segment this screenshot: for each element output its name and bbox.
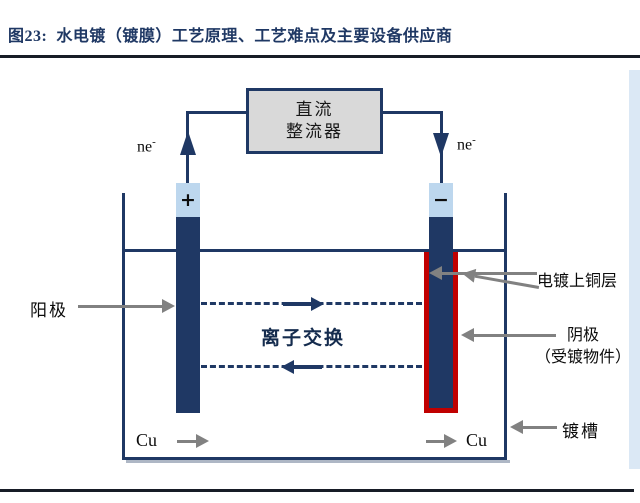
figure-number: 图23: bbox=[8, 28, 48, 45]
cathode-label: 阴极 （受镀物件） bbox=[527, 325, 639, 369]
cu-left-arrow-icon bbox=[177, 433, 209, 449]
anode-terminal-cap: + bbox=[176, 183, 200, 217]
ion-flow-right-arrow-icon bbox=[283, 296, 324, 312]
cu-label-left: Cu bbox=[136, 430, 158, 450]
electrolyte-level-line bbox=[122, 249, 507, 252]
cathode-terminal-cap: − bbox=[429, 183, 453, 217]
cathode-pointer-arrow-icon bbox=[461, 327, 556, 343]
rectifier-label-line2: 整流器 bbox=[286, 122, 343, 141]
electron-label-left: ne- bbox=[137, 136, 156, 156]
cu-label-right: Cu bbox=[466, 430, 488, 450]
wire-left-horizontal bbox=[186, 111, 248, 114]
copper-layer-arrow-icon bbox=[429, 265, 537, 281]
tank-pointer-arrow-icon bbox=[510, 419, 557, 435]
figure-title-text: 水电镀（镀膜）工艺原理、工艺难点及主要设备供应商 bbox=[56, 28, 453, 45]
anode-pointer-arrow-icon bbox=[78, 298, 175, 314]
dc-rectifier-box: 直流 整流器 bbox=[246, 88, 383, 154]
electron-up-arrow-icon bbox=[180, 131, 196, 155]
electron-label-right: ne- bbox=[457, 134, 476, 154]
bottom-divider bbox=[0, 489, 634, 492]
electron-down-arrow-icon bbox=[433, 133, 449, 157]
cu-right-arrow-icon bbox=[426, 433, 457, 449]
plated-copper-layer bbox=[424, 252, 458, 413]
right-edge-strip bbox=[629, 70, 640, 469]
plus-sign: + bbox=[180, 189, 196, 211]
plating-tank bbox=[122, 193, 507, 460]
tank-shadow bbox=[126, 460, 510, 463]
copper-layer-label: 电镀上铜层 bbox=[537, 273, 618, 290]
ion-flow-left-arrow-icon bbox=[281, 359, 322, 375]
figure-title: 图23: 水电镀（镀膜）工艺原理、工艺难点及主要设备供应商 bbox=[8, 22, 628, 46]
title-divider bbox=[0, 55, 640, 58]
anode-label: 阳极 bbox=[30, 301, 68, 320]
minus-sign: − bbox=[433, 189, 449, 211]
ion-exchange-label: 离子交换 bbox=[260, 328, 345, 349]
rectifier-label-line1: 直流 bbox=[295, 100, 334, 119]
cathode-rod bbox=[429, 217, 453, 413]
cathode-label-line1: 阴极 bbox=[566, 327, 599, 344]
anode-rod bbox=[176, 217, 200, 413]
tank-label: 镀槽 bbox=[562, 422, 600, 441]
cathode-label-line2: （受镀物件） bbox=[534, 349, 631, 366]
wire-right-horizontal bbox=[383, 111, 443, 114]
